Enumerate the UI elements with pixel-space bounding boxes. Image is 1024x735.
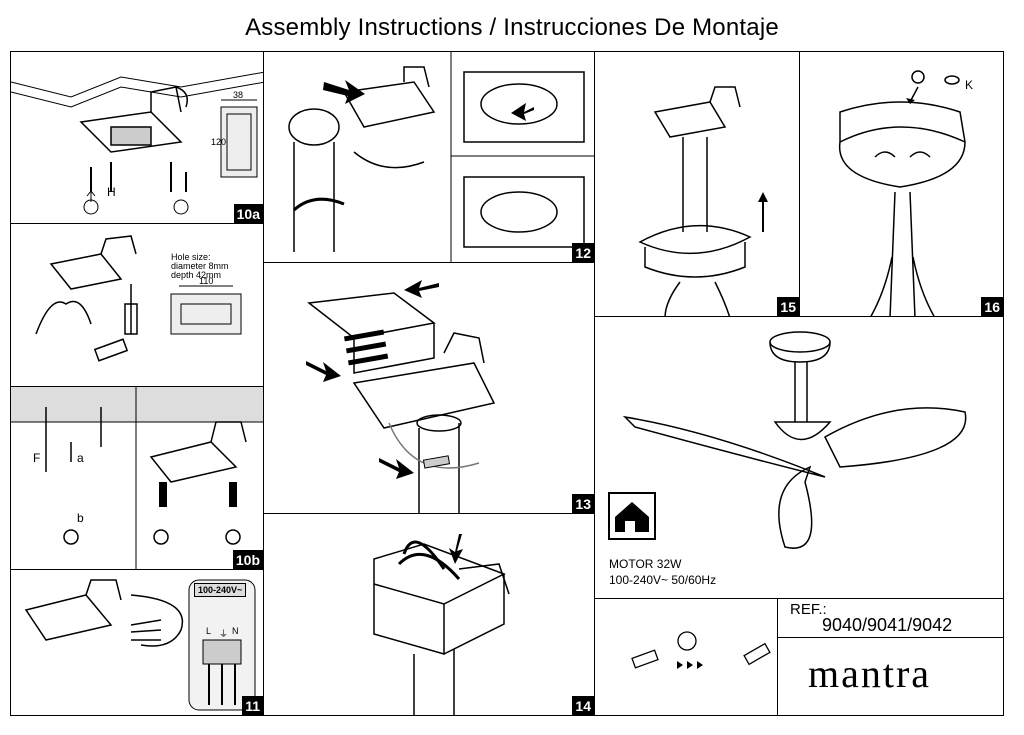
terminal-n-label: N bbox=[232, 626, 239, 636]
step-13-illustration bbox=[306, 280, 496, 513]
step-10b-illustration bbox=[11, 387, 263, 569]
step-15-panel: 15 bbox=[594, 51, 800, 317]
step-14-panel: 14 bbox=[263, 513, 595, 716]
safety-icons bbox=[631, 631, 771, 669]
step-13-panel: 13 bbox=[263, 262, 595, 514]
product-panel: MOTOR 32W 100-240V~ 50/60Hz bbox=[594, 316, 1004, 599]
ref-label: REF.: bbox=[790, 601, 827, 618]
step-number-16: 16 bbox=[981, 297, 1003, 316]
bracket-width-label: 110 bbox=[199, 276, 214, 286]
step-16-panel: K 16 bbox=[799, 51, 1004, 317]
label-f: F bbox=[33, 451, 41, 465]
step-10a-illustration bbox=[11, 71, 263, 215]
hole-size-label: Hole size: bbox=[171, 252, 211, 262]
step-number-14: 14 bbox=[572, 696, 594, 715]
step-10-drill-panel: Hole size: diameter 8mm depth 42mm 110 bbox=[10, 223, 264, 387]
fan-illustration bbox=[608, 331, 967, 549]
step-14-illustration bbox=[373, 534, 510, 715]
step-number-13: 13 bbox=[572, 494, 594, 513]
step-10a-panel: 38 120 H 10a bbox=[10, 51, 264, 224]
step-number-10b: 10b bbox=[232, 550, 263, 569]
step-10-drill-illustration bbox=[35, 235, 242, 362]
dim-width-label: 38 bbox=[233, 90, 244, 100]
hole-diameter-label: diameter 8mm bbox=[171, 261, 229, 271]
terminal-l-label: L bbox=[206, 626, 212, 636]
label-b: b bbox=[77, 511, 84, 525]
step-number-11: 11 bbox=[242, 696, 263, 715]
ref-value: 9040/9041/9042 bbox=[822, 615, 953, 635]
label-k: K bbox=[965, 78, 974, 92]
motor-spec: MOTOR 32W bbox=[609, 557, 682, 571]
step-16-illustration bbox=[838, 70, 966, 316]
step-12-illustration bbox=[288, 52, 594, 262]
logo-panel: mantra bbox=[777, 637, 1004, 716]
voltage-badge: 100-240V~ bbox=[194, 583, 247, 597]
step-12-panel: 12 bbox=[263, 51, 595, 263]
step-number-10a: 10a bbox=[233, 204, 263, 223]
step-10b-panel: F a b 10b bbox=[10, 386, 264, 570]
safety-panel bbox=[594, 598, 778, 716]
step-number-12: 12 bbox=[572, 243, 594, 262]
brand-logo: mantra bbox=[808, 651, 932, 696]
voltage-spec: 100-240V~ 50/60Hz bbox=[609, 573, 717, 587]
label-a: a bbox=[77, 451, 84, 465]
label-h: H bbox=[107, 185, 116, 199]
step-15-illustration bbox=[638, 86, 768, 316]
step-11-illustration: ⏚ bbox=[24, 579, 256, 711]
dim-height-label: 120 bbox=[211, 137, 227, 147]
ref-panel: REF.: 9040/9041/9042 bbox=[777, 598, 1004, 638]
hole-depth-label: depth 42mm bbox=[171, 270, 222, 280]
step-number-15: 15 bbox=[777, 297, 799, 316]
ground-symbol: ⏚ bbox=[219, 629, 228, 639]
step-11-panel: ⏚ 100-240V~ L N 11 bbox=[10, 569, 264, 716]
page-title: Assembly Instructions / Instrucciones De… bbox=[245, 14, 779, 41]
